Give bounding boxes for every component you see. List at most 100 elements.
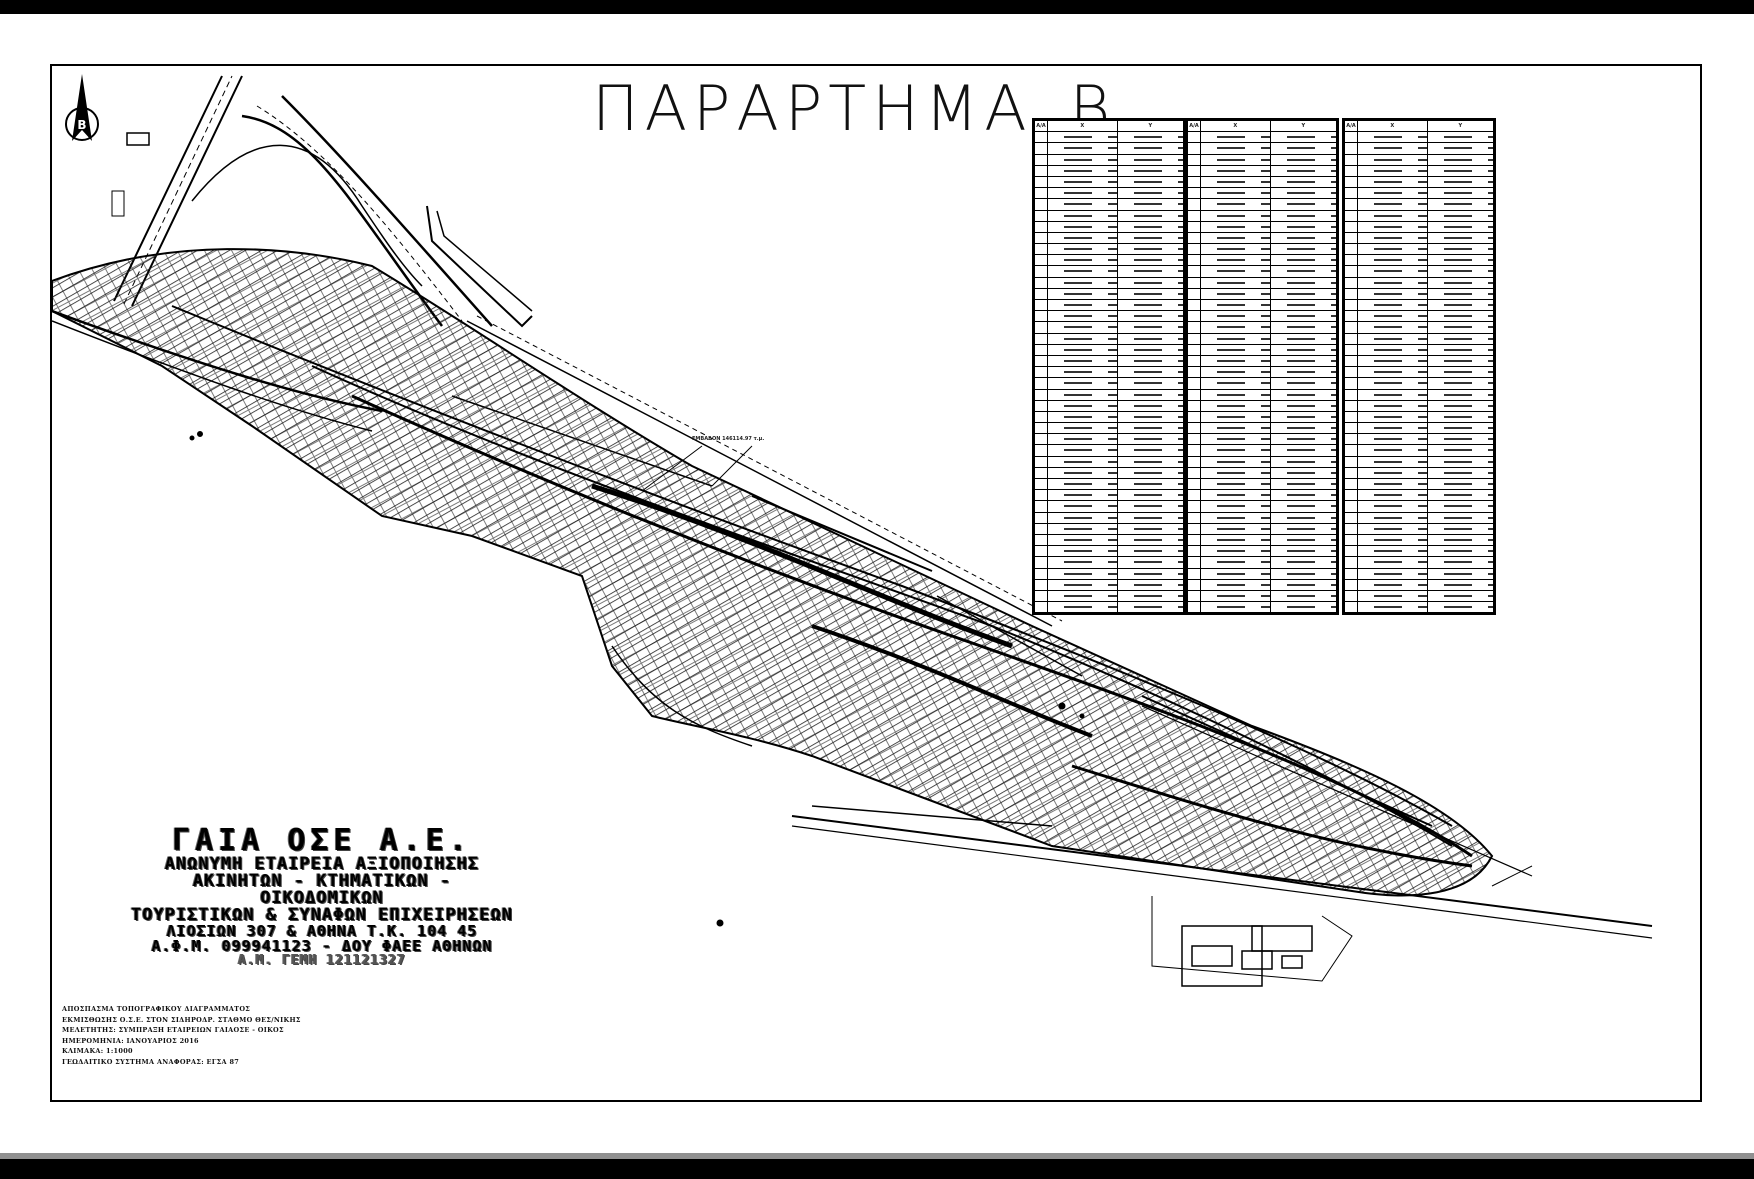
coordinate-cell	[1357, 354, 1428, 368]
coordinate-cell	[1116, 265, 1185, 278]
row-number-cell	[1344, 231, 1358, 245]
coordinate-cell	[1116, 545, 1185, 558]
row-number-cell	[1034, 511, 1048, 524]
column-header: X	[1200, 119, 1271, 133]
coordinate-cell	[1200, 243, 1271, 256]
coordinate-cell	[1116, 477, 1185, 491]
row-number-cell	[1344, 533, 1358, 547]
table-row	[1034, 444, 1185, 457]
note-line: ΗΜΕΡΟΜΗΝΙΑ: ΙΑΝΟΥΑΡΙΟΣ 2016	[62, 1036, 199, 1045]
coordinate-cell	[1357, 265, 1428, 278]
table-row	[1344, 142, 1495, 155]
coordinate-cell	[1269, 601, 1338, 614]
coordinate-cell	[1426, 511, 1495, 524]
table-row	[1344, 433, 1495, 446]
coordinate-cell	[1269, 567, 1338, 580]
map-small-annotations: ΕΜΒΑΔΟΝ 146114.97 τ.μ.	[641, 436, 764, 492]
row-number-cell	[1187, 455, 1201, 468]
table-row	[1344, 209, 1495, 222]
coordinate-cell	[1357, 388, 1428, 401]
table-row	[1034, 209, 1185, 222]
row-number-cell	[1344, 601, 1358, 614]
table-row	[1034, 332, 1185, 345]
row-number-cell	[1344, 366, 1358, 379]
row-number-cell	[1344, 399, 1358, 412]
coordinate-cell	[1269, 366, 1338, 379]
coordinate-cell	[1269, 433, 1338, 446]
coordinate-cell	[1200, 567, 1271, 580]
coordinate-cell	[1269, 142, 1338, 155]
row-number-cell	[1344, 332, 1358, 345]
coordinate-cell	[1047, 354, 1118, 368]
coordinate-cell	[1200, 332, 1271, 345]
row-number-cell	[1187, 298, 1201, 312]
coordinate-cell	[1426, 220, 1495, 233]
coordinate-cell	[1357, 533, 1428, 547]
row-number-cell	[1187, 209, 1201, 222]
coordinate-cell	[1357, 522, 1428, 535]
row-number-cell	[1187, 287, 1201, 301]
row-number-cell	[1344, 455, 1358, 468]
coordinate-cell	[1200, 522, 1271, 535]
table-row	[1187, 276, 1338, 289]
coordinate-cell	[1426, 153, 1495, 166]
table-row	[1187, 187, 1338, 200]
coordinate-cell	[1047, 556, 1118, 569]
coordinate-cell	[1116, 522, 1185, 535]
coordinate-cell	[1426, 522, 1495, 535]
coordinate-cell	[1200, 511, 1271, 524]
coordinate-cell	[1357, 399, 1428, 412]
row-number-cell	[1344, 433, 1358, 446]
coordinate-cell	[1047, 131, 1118, 144]
table-row	[1344, 287, 1495, 301]
coordinate-cell	[1269, 298, 1338, 312]
coordinate-cell	[1357, 153, 1428, 166]
coordinate-cell	[1200, 388, 1271, 401]
coordinate-cell	[1047, 343, 1118, 356]
coordinate-cell	[1200, 477, 1271, 491]
coordinate-cell	[1200, 422, 1271, 435]
coordinate-cell	[1200, 265, 1271, 278]
coordinate-cell	[1047, 321, 1118, 334]
table-row	[1344, 377, 1495, 390]
column-header: X	[1357, 119, 1428, 133]
coordinate-cell	[1047, 366, 1118, 379]
row-number-cell	[1034, 477, 1048, 491]
row-number-cell	[1187, 511, 1201, 524]
coordinate-cell	[1047, 522, 1118, 535]
coordinate-cell	[1269, 377, 1338, 390]
table-row	[1187, 511, 1338, 524]
table-row	[1187, 131, 1338, 144]
coordinate-cell	[1116, 511, 1185, 524]
table-row	[1034, 556, 1185, 569]
table-row	[1344, 567, 1495, 580]
coordinate-cell	[1357, 142, 1428, 155]
table-row	[1034, 153, 1185, 166]
table-row	[1344, 444, 1495, 457]
row-number-cell	[1344, 187, 1358, 200]
table-row	[1187, 589, 1338, 603]
table-row	[1187, 366, 1338, 379]
coordinate-cell	[1047, 254, 1118, 267]
table-row	[1187, 601, 1338, 614]
coordinate-cell	[1116, 343, 1185, 356]
table-row	[1187, 477, 1338, 491]
table-row	[1034, 175, 1185, 189]
table-row	[1344, 298, 1495, 312]
table-row	[1187, 175, 1338, 189]
table-row	[1187, 198, 1338, 211]
coordinate-cell	[1200, 254, 1271, 267]
table-row	[1034, 276, 1185, 289]
coordinate-cell	[1357, 466, 1428, 480]
coordinate-cell	[1200, 399, 1271, 412]
table-row	[1034, 455, 1185, 468]
site-plan-drawing: B	[52, 74, 1653, 987]
coordinate-cell	[1116, 578, 1185, 591]
row-number-cell	[1034, 321, 1048, 334]
coordinate-cell	[1357, 276, 1428, 289]
coordinate-cell	[1116, 231, 1185, 245]
coordinate-cell	[1426, 500, 1495, 513]
table-row	[1034, 500, 1185, 513]
coordinate-cell	[1116, 410, 1185, 424]
row-number-cell	[1034, 500, 1048, 513]
